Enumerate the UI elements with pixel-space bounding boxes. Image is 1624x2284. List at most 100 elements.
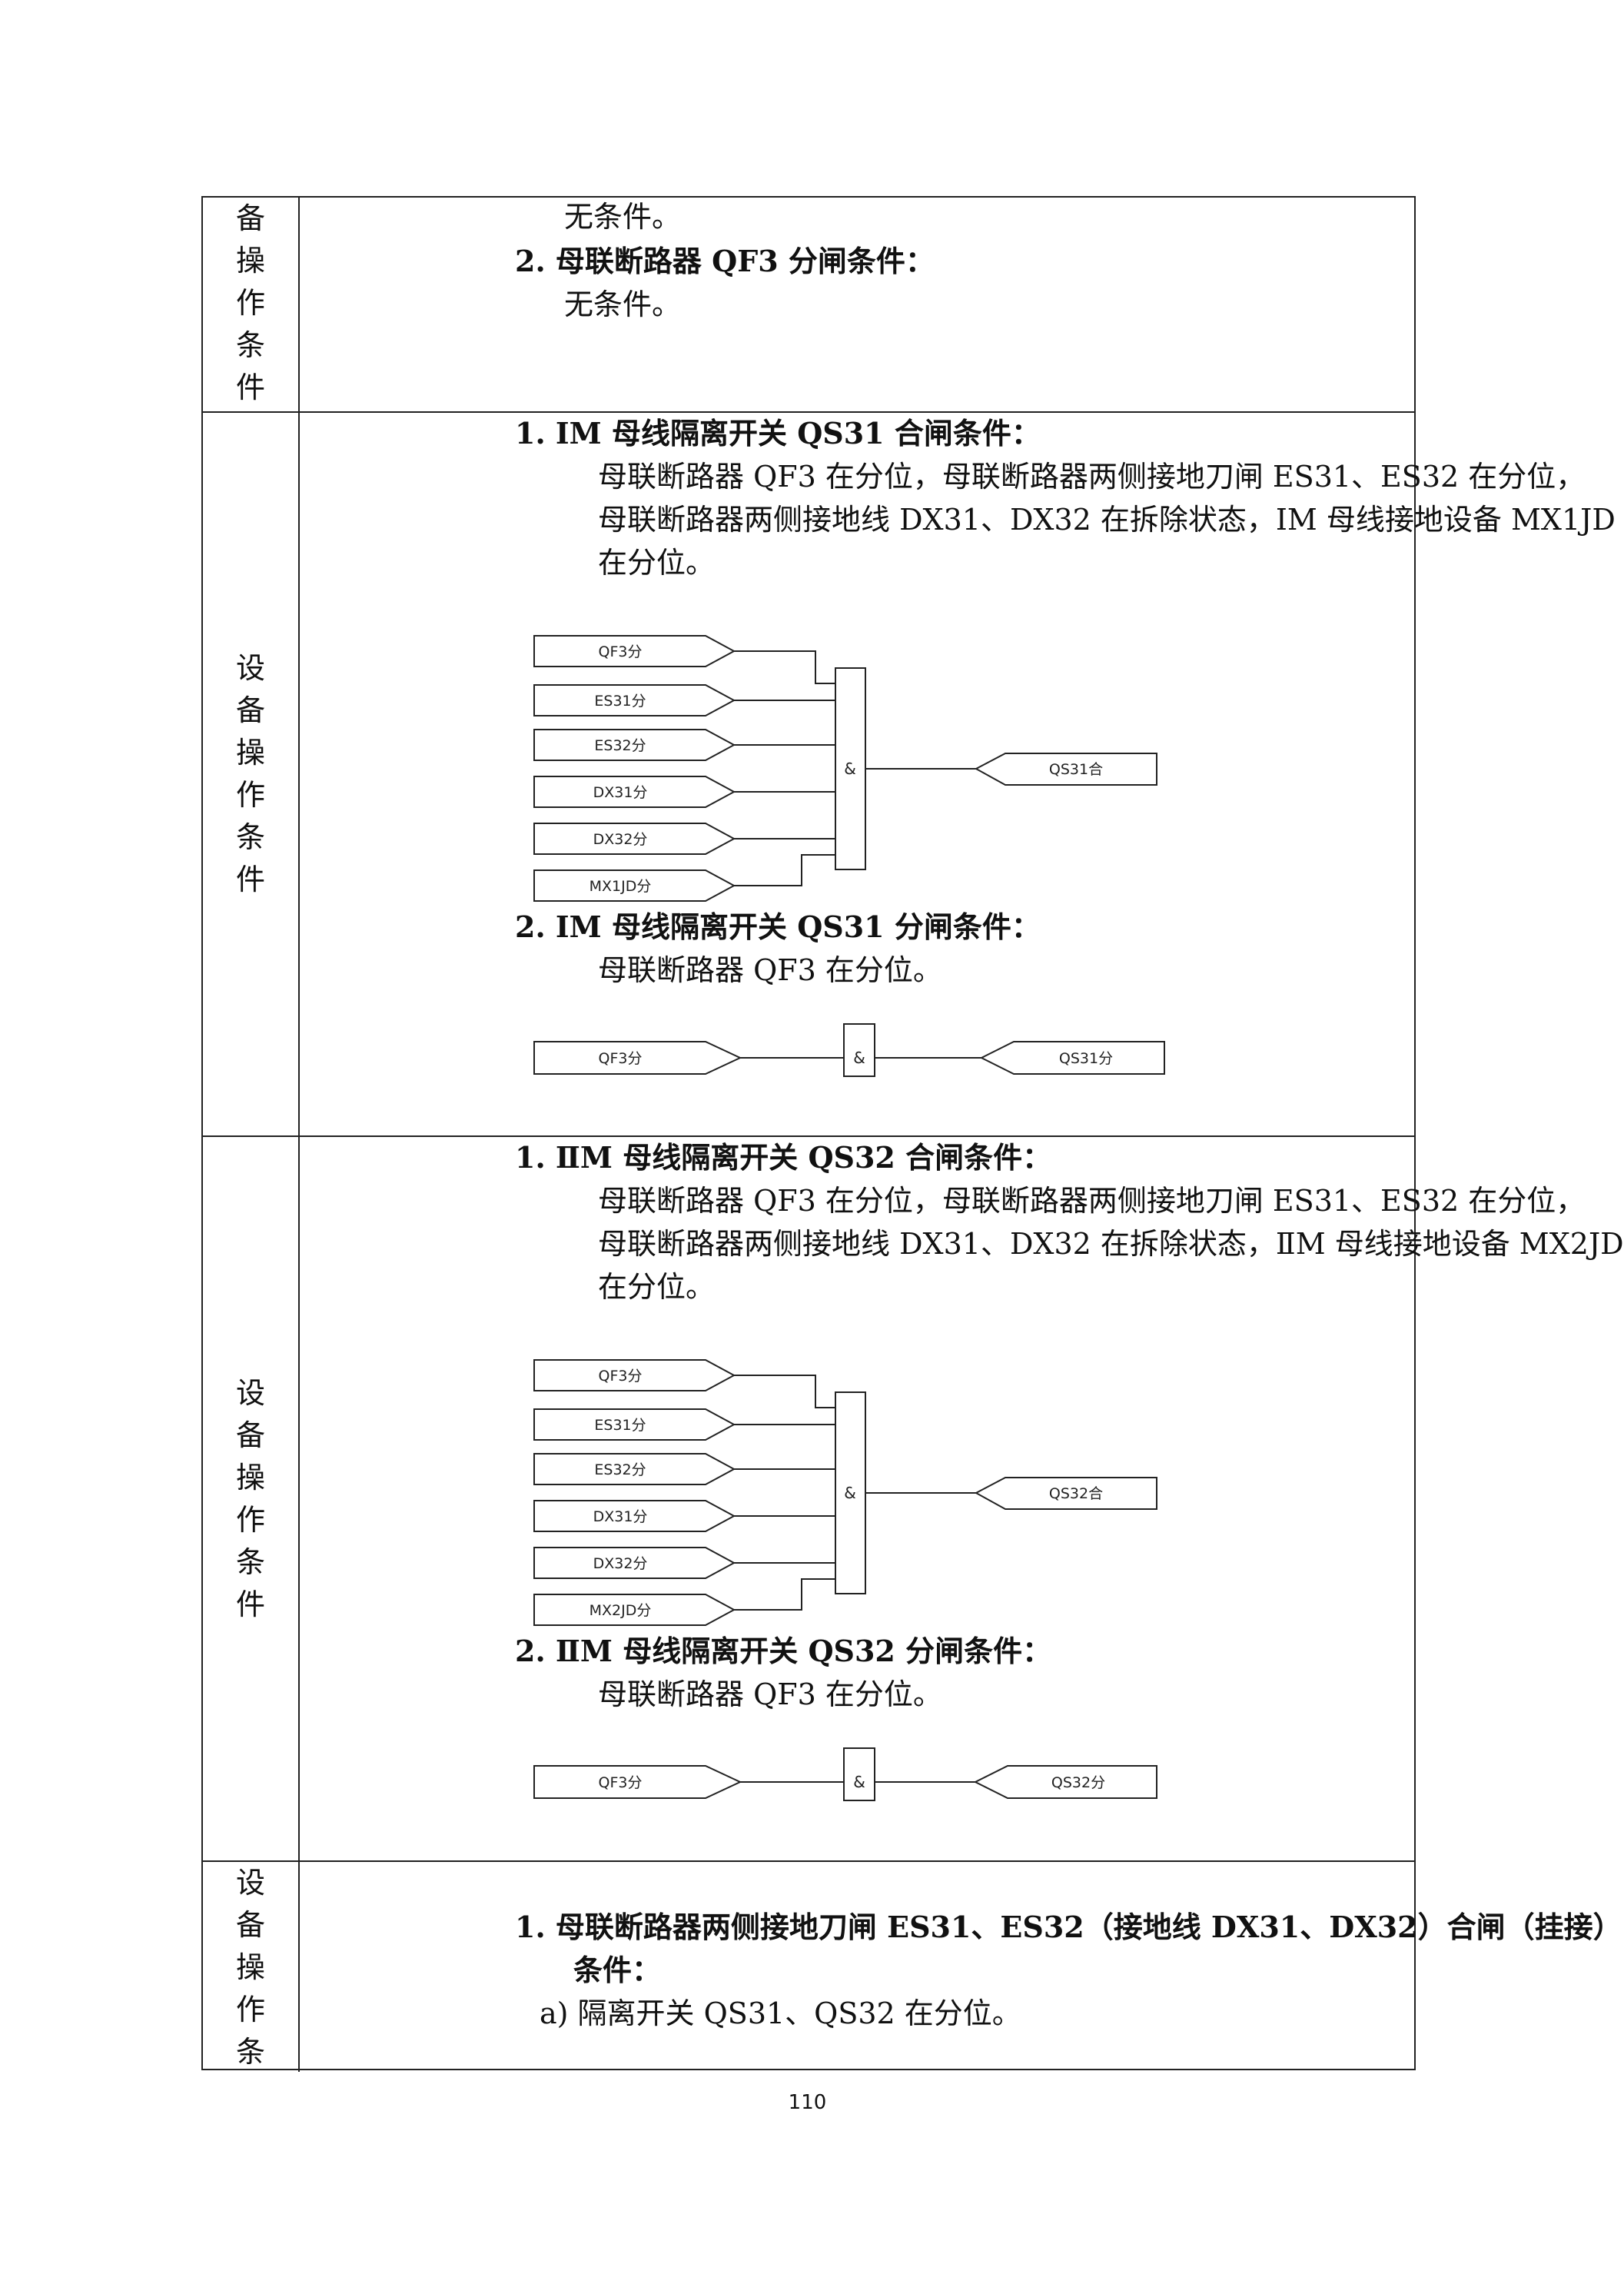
input-box: MX2JD分 [533,1594,736,1626]
input-label: MX2JD分 [589,1602,652,1619]
output-label: QS32合 [1049,1485,1103,1502]
table-row: 设 备 操 作 条 件 1. ⅠM 母线隔离开关 QS31 合闸条件： 母联断路… [203,411,1616,1135]
input-box: QF3分 [533,635,736,667]
condition-title: 条件： [573,1953,662,1987]
input-label: QF3分 [599,1050,643,1067]
label-char: 备 [235,1908,265,1942]
input-label: QF3分 [599,643,643,660]
condition-title: 1. ⅠM 母线隔离开关 QS31 合闸条件： [515,416,1041,450]
input-label: DX32分 [593,831,648,848]
input-box: ES32分 [533,1453,736,1485]
gate-symbol: & [844,1484,856,1502]
condition-text: a) 隔离开关 QS31、QS32 在分位。 [540,1996,1021,2030]
input-label: DX32分 [593,1555,648,1572]
label-char: 作 [235,778,265,812]
condition-title: 2. 母联断路器 QF3 分闸条件： [515,244,935,278]
condition-text: 无条件。 [564,288,682,321]
page-number: 110 [788,2091,827,2114]
condition-title: 2. ⅠM 母线隔离开关 QS31 分闸条件： [515,909,1041,944]
logic-diagram-qs31-close: QF3分 ES31分 ES32分 DX31分 [533,635,1157,902]
condition-title: 1. 母联断路器两侧接地刀闸 ES31、ES32（接地线 DX31、DX32）合… [515,1910,1622,1944]
label-char: 条 [235,820,265,854]
output-box: QS31合 [974,753,1157,786]
input-box: MX1JD分 [533,869,736,902]
input-box: DX31分 [533,776,736,808]
label-char: 设 [235,1866,265,1900]
row-content: 无条件。 2. 母联断路器 QF3 分闸条件： 无条件。 [300,198,1414,411]
condition-text: 母联断路器 QF3 在分位。 [598,953,942,987]
label-char: 备 [235,693,265,727]
row-content: 1. 母联断路器两侧接地刀闸 ES31、ES32（接地线 DX31、DX32）合… [300,1862,1622,2072]
row-content: 1. ⅠM 母线隔离开关 QS31 合闸条件： 母联断路器 QF3 在分位，母联… [300,413,1616,1135]
output-label: QS31分 [1059,1050,1113,1067]
and-gate: & [843,1747,875,1801]
input-label: DX31分 [593,784,648,801]
input-box: QF3分 [533,1765,742,1799]
input-box: QF3分 [533,1041,742,1075]
label-char: 作 [235,1993,265,2026]
condition-text: 母联断路器两侧接地线 DX31、DX32 在拆除状态，ⅠM 母线接地设备 MX1… [598,503,1616,537]
input-label: QF3分 [599,1368,643,1385]
input-box: ES31分 [533,1408,736,1441]
label-char: 作 [235,286,265,320]
gate-symbol: & [853,1773,865,1791]
row-label: 设 备 操 作 条 [203,1862,300,2072]
label-char: 件 [235,863,265,896]
row-label: 设 备 操 作 条 件 [203,1137,300,1860]
gate-symbol: & [853,1049,865,1067]
row-label: 设 备 操 作 条 件 [203,413,300,1135]
and-gate: & [843,1023,875,1077]
logic-diagram-qs32-open: QF3分 & QS32分 [533,1747,1157,1801]
condition-text: 母联断路器两侧接地线 DX31、DX32 在拆除状态，ⅡM 母线接地设备 MX2… [598,1227,1624,1261]
row-label: 备 操 作 条 件 [203,198,300,411]
condition-text: 在分位。 [598,546,716,580]
condition-title: 1. ⅡM 母线隔离开关 QS32 合闸条件： [515,1140,1052,1175]
input-label: QF3分 [599,1774,643,1791]
input-label: DX31分 [593,1508,648,1525]
condition-text: 在分位。 [598,1270,716,1304]
and-gate: & [835,1391,866,1594]
logic-diagram-qs32-close: QF3分 ES31分 ES32分 DX31分 [533,1359,1157,1626]
input-box: DX32分 [533,823,736,855]
condition-text: 母联断路器 QF3 在分位，母联断路器两侧接地刀闸 ES31、ES32 在分位， [598,1184,1586,1218]
label-char: 备 [235,1418,265,1452]
condition-title: 2. ⅡM 母线隔离开关 QS32 分闸条件： [515,1634,1052,1668]
and-gate: & [835,667,866,870]
label-char: 操 [235,736,265,770]
input-label: ES32分 [594,1461,646,1478]
input-box: ES32分 [533,729,736,761]
label-char: 操 [235,1950,265,1984]
output-box: QS32合 [974,1477,1157,1510]
label-char: 条 [235,328,265,362]
condition-text: 母联断路器 QF3 在分位。 [598,1677,942,1711]
input-box: DX32分 [533,1547,736,1579]
label-char: 设 [235,651,265,685]
label-char: 设 [235,1375,265,1410]
input-label: ES32分 [594,737,646,754]
output-box: QS32分 [973,1765,1157,1799]
output-box: QS31分 [979,1041,1165,1075]
label-char: 操 [235,244,265,278]
input-box: QF3分 [533,1359,736,1391]
input-label: ES31分 [594,693,646,710]
gate-symbol: & [844,760,856,778]
label-char: 备 [235,201,265,235]
table-row: 设 备 操 作 条 1. 母联断路器两侧接地刀闸 ES31、ES32（接地线 D… [203,1860,1622,2072]
label-char: 件 [235,371,265,404]
output-label: QS32分 [1051,1774,1105,1791]
label-char: 作 [235,1502,265,1537]
output-label: QS31合 [1049,761,1103,778]
input-box: DX31分 [533,1500,736,1532]
operation-conditions-table: 备 操 作 条 件 无条件。 2. 母联断路器 QF3 分闸条件： 无条件。 设… [201,196,1624,2072]
label-char: 件 [235,1587,265,1621]
condition-text: 母联断路器 QF3 在分位，母联断路器两侧接地刀闸 ES31、ES32 在分位， [598,460,1586,494]
table-row: 设 备 操 作 条 件 1. ⅡM 母线隔离开关 QS32 合闸条件： 母联断路… [203,1135,1624,1860]
label-char: 条 [235,1544,265,1579]
label-char: 条 [235,2035,265,2069]
input-label: ES31分 [594,1417,646,1434]
condition-text: 无条件。 [564,200,682,234]
input-label: MX1JD分 [589,878,652,895]
row-content: 1. ⅡM 母线隔离开关 QS32 合闸条件： 母联断路器 QF3 在分位，母联… [300,1137,1624,1860]
label-char: 操 [235,1460,265,1494]
table-row: 备 操 作 条 件 无条件。 2. 母联断路器 QF3 分闸条件： 无条件。 [203,198,1414,411]
